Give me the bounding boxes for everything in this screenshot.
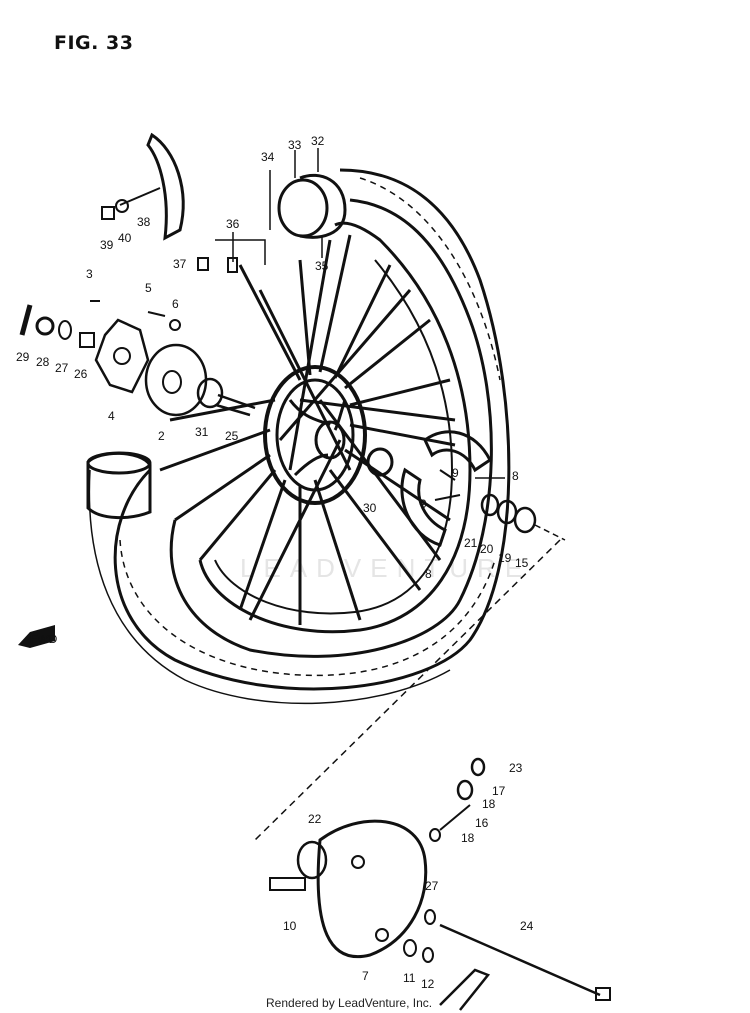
- callout-8b: 8: [425, 567, 432, 581]
- callout-32: 32: [311, 134, 325, 148]
- callout-17: 17: [492, 784, 506, 798]
- callout-34: 34: [261, 150, 275, 164]
- rim-band-valve: [269, 148, 347, 258]
- brake-shoes: [400, 430, 566, 547]
- callout-12: 12: [421, 977, 435, 991]
- callout-38: 38: [137, 215, 151, 229]
- callout-40: 40: [118, 231, 132, 245]
- callout-37: 37: [173, 257, 187, 271]
- callout-4: 4: [108, 409, 115, 423]
- callout-24: 24: [520, 919, 534, 933]
- callout-labels: 2 3 4 5 6 7 8 8 9 9 10 11 12 15 16 17 18…: [16, 134, 534, 991]
- callout-9b: 9: [420, 497, 427, 511]
- callout-31: 31: [195, 425, 209, 439]
- callout-11: 11: [403, 971, 416, 985]
- figure-title: FIG. 33: [54, 32, 134, 54]
- callout-21: 21: [464, 536, 478, 550]
- callout-22: 22: [308, 812, 322, 826]
- callout-27b: 27: [425, 879, 439, 893]
- callout-19: 19: [498, 551, 512, 565]
- callout-15: 15: [515, 556, 529, 570]
- callout-8a: 8: [512, 469, 519, 483]
- callout-36: 36: [226, 217, 240, 231]
- wheel-hub: [263, 365, 394, 505]
- callout-23: 23: [509, 761, 523, 775]
- callout-25: 25: [225, 429, 239, 443]
- callout-28: 28: [36, 355, 50, 369]
- callout-30: 30: [363, 501, 377, 515]
- callout-20: 20: [480, 542, 494, 556]
- callout-35: 35: [315, 259, 329, 273]
- forward-arrow-icon: FWD: [18, 625, 58, 648]
- callout-6: 6: [172, 297, 179, 311]
- callout-18b: 18: [461, 831, 475, 845]
- left-axle-parts: [19, 300, 256, 417]
- callout-2: 2: [158, 429, 165, 443]
- callout-27a: 27: [55, 361, 69, 375]
- brake-panel: [254, 539, 611, 1011]
- callout-5: 5: [145, 281, 152, 295]
- callout-10: 10: [283, 919, 297, 933]
- disc-guard: [101, 132, 185, 241]
- tire: [86, 168, 511, 705]
- forward-arrow-label: FWD: [30, 632, 58, 646]
- callout-33: 33: [288, 138, 302, 152]
- callout-18a: 18: [482, 797, 496, 811]
- callout-26: 26: [74, 367, 88, 381]
- rim: [198, 221, 472, 634]
- callout-3: 3: [86, 267, 93, 281]
- callout-29: 29: [16, 350, 30, 364]
- callout-7: 7: [362, 969, 369, 983]
- callout-39: 39: [100, 238, 114, 252]
- footer-credit: Rendered by LeadVenture, Inc.: [266, 996, 433, 1010]
- spoke-nipple-group: [197, 232, 266, 273]
- callout-16: 16: [475, 816, 489, 830]
- callout-9a: 9: [452, 466, 459, 480]
